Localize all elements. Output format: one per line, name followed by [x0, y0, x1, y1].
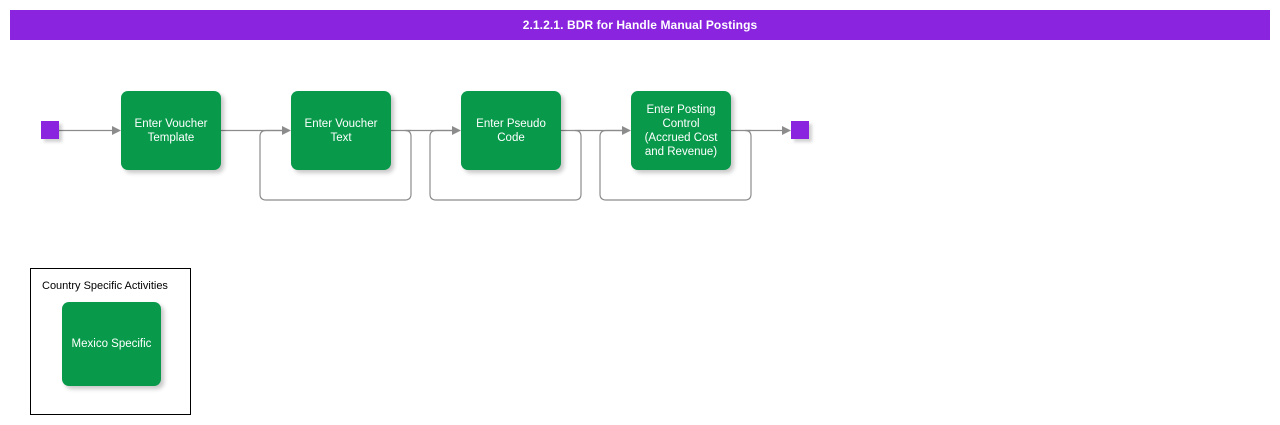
page-title: 2.1.2.1. BDR for Handle Manual Postings — [522, 18, 758, 32]
process-node-enter-pseudo-code[interactable]: Enter Pseudo Code — [461, 91, 561, 170]
end-terminator[interactable] — [791, 121, 809, 139]
country-specific-activities-group: Country Specific Activities Mexico Speci… — [30, 268, 191, 415]
node-label: Enter Pseudo Code — [476, 117, 546, 144]
arrow-head-step4 — [622, 126, 631, 135]
start-terminator[interactable] — [41, 121, 59, 139]
arrow-head-end — [782, 126, 791, 135]
process-node-enter-voucher-text[interactable]: Enter Voucher Text — [291, 91, 391, 170]
arrow-head-step3 — [452, 126, 461, 135]
node-label: Enter Posting Control (Accrued Cost and … — [644, 103, 718, 158]
node-label: Enter Voucher Template — [134, 117, 208, 144]
group-title: Country Specific Activities — [42, 280, 168, 292]
arrow-head-step1 — [112, 126, 121, 135]
arrow-head-step2 — [282, 126, 291, 135]
diagram-title-bar: 2.1.2.1. BDR for Handle Manual Postings — [10, 10, 1270, 40]
node-label: Enter Voucher Text — [304, 117, 378, 144]
process-node-mexico-specific[interactable]: Mexico Specific — [62, 302, 161, 386]
process-node-enter-voucher-template[interactable]: Enter Voucher Template — [121, 91, 221, 170]
node-label: Mexico Specific — [71, 338, 152, 350]
process-node-enter-posting-control[interactable]: Enter Posting Control (Accrued Cost and … — [631, 91, 731, 170]
